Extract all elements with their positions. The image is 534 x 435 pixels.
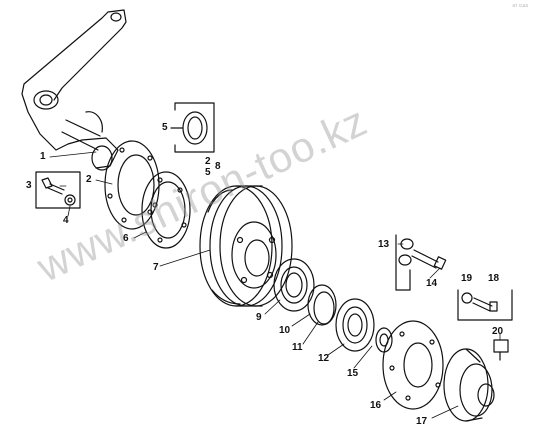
callout-13: 13 xyxy=(378,239,390,250)
callout-19: 19 xyxy=(461,273,473,284)
callout-5: 5 xyxy=(162,122,168,133)
callout-18: 18 xyxy=(488,273,500,284)
bearing-inner xyxy=(335,298,375,352)
callout-1: 1 xyxy=(40,151,46,162)
bearing-outer xyxy=(273,258,315,312)
callout-15: 15 xyxy=(347,368,359,379)
gasket xyxy=(141,171,191,249)
seal-box xyxy=(170,102,215,153)
cover-plate xyxy=(382,320,444,410)
callout-2: 2 xyxy=(86,174,92,185)
callout-20: 20 xyxy=(492,326,504,337)
cap-bolt-box xyxy=(457,289,513,321)
flange-plate xyxy=(104,140,160,230)
hub-bolt-box xyxy=(395,234,447,291)
callout-7: 7 xyxy=(153,262,159,273)
snap-rings xyxy=(307,284,337,326)
leader-lines xyxy=(49,151,501,419)
callout-9: 9 xyxy=(256,312,262,323)
bolt-box xyxy=(35,171,81,209)
hub-cap xyxy=(443,348,495,422)
callout-16: 16 xyxy=(370,400,382,411)
callout-17: 17 xyxy=(416,416,428,427)
callout-12: 12 xyxy=(318,353,330,364)
corner-mark: ат сша xyxy=(512,3,528,9)
wheel-hub xyxy=(199,185,293,307)
callout-3: 3 xyxy=(26,180,32,191)
callout-ref-2: 2 xyxy=(205,156,211,167)
callout-10: 10 xyxy=(279,325,291,336)
grease-nipple xyxy=(493,339,509,361)
callout-ref-5: 5 xyxy=(205,167,211,178)
trailing-arm xyxy=(21,9,127,171)
seal-ring xyxy=(375,327,393,353)
callout-6: 6 xyxy=(123,233,129,244)
callout-ref-8: 8 xyxy=(215,161,221,172)
callout-4: 4 xyxy=(63,215,69,226)
callout-11: 11 xyxy=(292,342,303,353)
callout-14: 14 xyxy=(426,278,438,289)
